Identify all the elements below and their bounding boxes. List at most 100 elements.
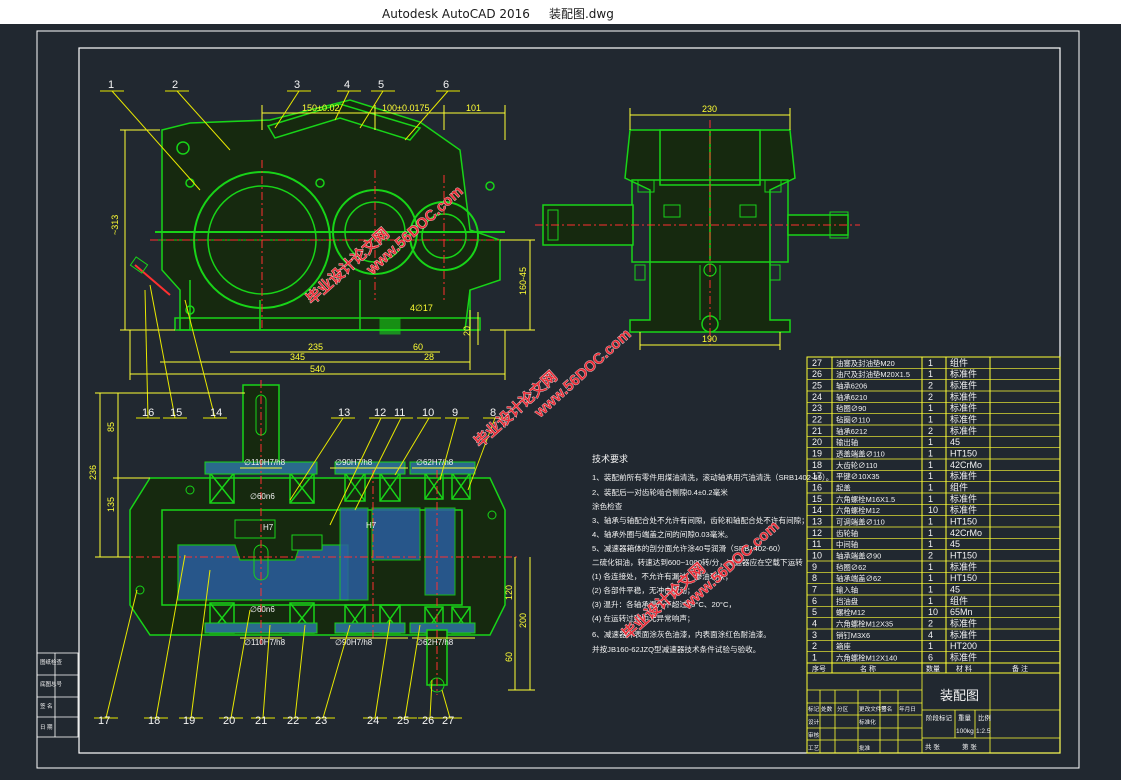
bom-cell-mat: 标准件 [950,629,977,640]
bom-cell-no: 7 [812,585,817,595]
fit-60n6-top: ∅60n6 [250,492,275,501]
stamp-date: 日 期 [40,724,53,731]
bom-cell-qty: 1 [928,449,933,459]
tb-review: 审核 [808,731,820,739]
bom-cell-mat: 标准件 [950,425,977,436]
bom-header-material: 材 料 [956,664,972,673]
tb-weight-label: 重量 [958,714,972,722]
bom-cell-qty: 1 [928,483,933,493]
bom-cell-mat: 组件 [950,482,968,493]
dim-135: 135 [106,497,116,512]
bom-cell-qty: 1 [928,539,933,549]
drawing-canvas[interactable]: 150±0.02 100±0.0175 101 ~313 160-45 4∅17… [0,24,1121,776]
bom-cell-mat: 42CrMo [950,460,982,470]
callout-4: 4 [344,79,350,91]
bom-cell-no: 4 [812,619,817,629]
bom-cell-name: 中间轴 [836,540,858,549]
tb-sheets: 共 张 [925,742,940,751]
tb-mark: 标记 [808,705,820,713]
callout-26: 26 [422,715,434,727]
drawing-border [36,30,1080,769]
bom-cell-mat: 标准件 [950,652,977,663]
tb-standard: 标准化 [859,718,876,726]
title-bar: Autodesk AutoCAD 2016 装配图.dwg [0,0,1121,24]
bom-cell-qty: 2 [928,551,933,561]
bom-cell-qty: 2 [928,619,933,629]
bom-cell-mat: 45 [950,539,960,549]
callout-6: 6 [443,79,449,91]
bom-cell-mat: 45 [950,585,960,595]
tech-req-line: (3) 温升：各轴承温升不超过40°C、20°C， [592,599,736,609]
callout-20: 20 [223,715,235,727]
callout-19: 19 [183,715,195,727]
callout-17: 17 [98,715,110,727]
bom-cell-name: 大齿轮∅110 [836,461,877,470]
callout-23: 23 [315,715,327,727]
bom-cell-mat: 组件 [950,357,968,368]
tech-req-line: (2) 各部件平稳，无冲击振动； [592,585,695,595]
callout-8: 8 [490,407,496,419]
fit-h7-b: H7 [366,521,377,530]
dim-150: 150±0.02 [302,103,339,113]
stamp-number: 底图总号 [40,680,63,688]
tech-req-line: 4、轴承外圈与端盖之间的间隙0.03毫米。 [592,529,733,539]
tb-date: 年月日 [899,705,916,713]
fit-h7-a: H7 [263,523,274,532]
bom-cell-qty: 2 [928,392,933,402]
callout-11: 11 [394,407,405,419]
fit-110-top: ∅110H7/h8 [244,458,286,467]
callout-5: 5 [378,79,384,91]
tech-req-line: (4) 在运转过程中无异常响声； [592,613,695,623]
title-block: 装配图 阶段标记 重量 比例 100kg 1:2.5 共 张 第 张 标记 处数… [806,672,1061,754]
bom-cell-mat: 标准件 [950,561,977,572]
dim-4-17: 4∅17 [410,303,433,313]
dim-190: 190 [702,334,717,344]
bom-cell-qty: 10 [928,505,938,515]
bom-cell-name: 轴承端盖∅90 [836,552,881,561]
callout-27: 27 [442,715,454,727]
bom-cell-qty: 1 [928,596,933,606]
dim-85: 85 [106,422,116,432]
dim-20: 20 [462,326,472,336]
bom-cell-mat: 组件 [950,595,968,606]
tech-req-heading: 技术要求 [592,453,628,464]
bom-cell-no: 10 [812,551,822,561]
bom-cell-qty: 1 [928,437,933,447]
side-stamp: 图纸检查 底图总号 签 名 日 期 [36,652,79,738]
callout-22: 22 [287,715,299,727]
dim-101: 101 [466,103,481,113]
bom-cell-name: 毡圈∅90 [836,404,866,413]
drawing-name: 装配图 [940,688,979,703]
bom-cell-no: 5 [812,607,817,617]
bom-cell-no: 6 [812,596,817,606]
cad-drawing[interactable]: 150±0.02 100±0.0175 101 ~313 160-45 4∅17… [0,24,1121,776]
bom-cell-mat: 65Mn [950,607,973,617]
front-view: 150±0.02 100±0.0175 101 ~313 160-45 4∅17… [110,99,535,380]
callout-21: 21 [255,715,267,727]
bom-cell-mat: HT150 [950,449,977,459]
bom-header-no: 序号 [812,664,826,673]
tb-scale-label: 比例 [978,713,991,722]
tb-weight: 100kg [956,728,974,735]
bom-cell-qty: 10 [928,607,938,617]
bom-cell-no: 13 [812,517,822,527]
bom-cell-name: 油塞及封油垫M20 [836,359,895,368]
bom-cell-name: 销钉M3X6 [836,631,870,640]
tb-scale: 1:2.5 [976,728,991,735]
bom-cell-qty: 1 [928,415,933,425]
bom-cell-qty: 1 [928,517,933,527]
dim-236: 236 [88,465,98,480]
bom-cell-mat: 标准件 [950,391,977,402]
dim-28: 28 [424,352,434,362]
dim-120: 120 [504,585,514,600]
tech-req-line: 5、减速器箱体的剖分面允许涂40号润滑（SRB1402-60） [592,543,785,553]
bom-cell-name: 起盖 [836,484,851,493]
bom-cell-name: 齿轮轴 [836,529,858,538]
bom-cell-qty: 1 [928,471,933,481]
bom-cell-qty: 1 [928,585,933,595]
bom-cell-mat: 标准件 [950,402,977,413]
bom-cell-no: 3 [812,630,817,640]
tb-process: 工艺 [808,745,820,752]
bom-cell-no: 25 [812,381,822,391]
bom-cell-mat: HT150 [950,551,977,561]
